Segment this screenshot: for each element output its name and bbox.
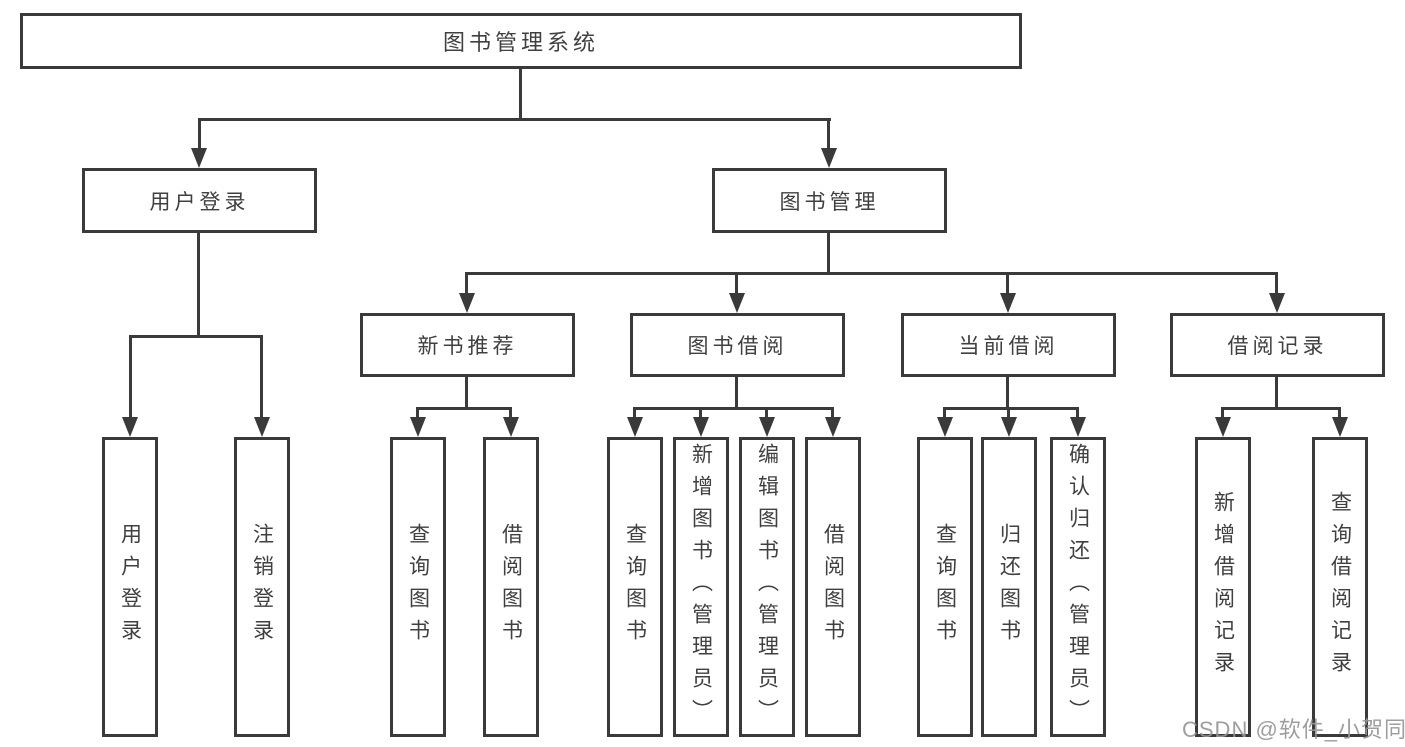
node-new-book-recommend-label: 新书推荐 (417, 335, 518, 358)
connector-root-stem (519, 69, 522, 118)
connector-current-branch-line (943, 407, 1079, 410)
node-book-manage-label: 图书管理 (779, 190, 880, 214)
leaf-borrow-edit-books-admin-label: 编辑图书（管理员） (755, 443, 779, 731)
connector-drop-records-query (1338, 407, 1341, 419)
leaf-current-return-books: 归还图书 (981, 437, 1037, 737)
connector-drop-current-return (1007, 407, 1010, 419)
connector-records-stem (1275, 377, 1278, 407)
node-root-system: 图书管理系统 (20, 13, 1022, 69)
leaf-current-confirm-return-admin-label: 确认归还（管理员） (1066, 443, 1090, 731)
connector-user-login-stem (197, 233, 200, 335)
leaf-user-login: 用户登录 (102, 437, 158, 737)
arrowhead-borrow-query (627, 417, 643, 437)
connector-recommend-branch-line (416, 407, 512, 410)
node-book-borrow-label: 图书借阅 (687, 335, 788, 358)
connector-user-login-branch-line (129, 335, 263, 338)
arrowhead-borrow-edit (759, 417, 775, 437)
node-root-system-label: 图书管理系统 (442, 30, 599, 55)
leaf-borrow-query-books-label: 查询图书 (623, 523, 647, 651)
connector-drop-new-book-recommend (465, 272, 468, 295)
connector-drop-current-confirm (1076, 407, 1079, 419)
leaf-borrow-edit-books-admin: 编辑图书（管理员） (739, 437, 795, 737)
connector-drop-borrow-add (699, 407, 702, 419)
leaf-records-query-record: 查询借阅记录 (1312, 437, 1368, 737)
connector-drop-borrow-borrow (831, 407, 834, 419)
arrowhead-book-borrow (729, 293, 745, 313)
leaf-current-query-books: 查询图书 (917, 437, 973, 737)
arrowhead-records-query (1332, 417, 1348, 437)
leaf-current-confirm-return-admin: 确认归还（管理员） (1050, 437, 1106, 737)
connector-drop-borrow-records (1275, 272, 1278, 295)
connector-drop-recommend-borrow (509, 407, 512, 419)
node-current-borrow-label: 当前借阅 (958, 335, 1059, 358)
arrowhead-leaf-logout (254, 417, 270, 437)
node-current-borrow: 当前借阅 (901, 313, 1116, 377)
connector-borrow-stem (735, 377, 738, 407)
connector-book-manage-branch-line (465, 272, 1278, 275)
leaf-records-add-record: 新增借阅记录 (1195, 437, 1251, 737)
connector-root-branch-line (198, 118, 831, 121)
arrowhead-book-manage (821, 148, 837, 168)
connector-drop-borrow-edit (765, 407, 768, 419)
connector-drop-leaf-user-login (129, 335, 132, 419)
arrowhead-borrow-records (1269, 293, 1285, 313)
leaf-current-return-books-label: 归还图书 (997, 523, 1021, 651)
leaf-logout: 注销登录 (234, 437, 290, 737)
leaf-records-add-record-label: 新增借阅记录 (1211, 491, 1235, 683)
connector-drop-current-query (943, 407, 946, 419)
connector-drop-book-manage (827, 118, 830, 150)
leaf-logout-label: 注销登录 (250, 523, 274, 651)
leaf-user-login-label: 用户登录 (118, 523, 142, 651)
connector-drop-recommend-query (416, 407, 419, 419)
leaf-borrow-query-books: 查询图书 (607, 437, 663, 737)
node-book-manage: 图书管理 (712, 168, 947, 233)
leaf-current-query-books-label: 查询图书 (933, 523, 957, 651)
leaf-borrow-borrow-books-label: 借阅图书 (821, 523, 845, 651)
node-borrow-records: 借阅记录 (1170, 313, 1385, 377)
arrowhead-current-return (1001, 417, 1017, 437)
node-book-borrow: 图书借阅 (630, 313, 845, 377)
connector-drop-borrow-query (633, 407, 636, 419)
node-user-login-label: 用户登录 (149, 190, 250, 214)
leaf-recommend-query-books: 查询图书 (390, 437, 446, 737)
leaf-borrow-add-books-admin: 新增图书（管理员） (673, 437, 729, 737)
arrowhead-recommend-query (410, 417, 426, 437)
leaf-recommend-borrow-books: 借阅图书 (483, 437, 539, 737)
arrowhead-current-query (937, 417, 953, 437)
connector-records-branch-line (1221, 407, 1341, 410)
connector-drop-book-borrow (735, 272, 738, 295)
arrowhead-user-login (191, 148, 207, 168)
arrowhead-new-book-recommend (459, 293, 475, 313)
connector-drop-records-add (1221, 407, 1224, 419)
arrowhead-recommend-borrow (503, 417, 519, 437)
connector-recommend-stem (465, 377, 468, 407)
leaf-recommend-borrow-books-label: 借阅图书 (499, 523, 523, 651)
leaf-recommend-query-books-label: 查询图书 (406, 523, 430, 651)
connector-borrow-branch-line (633, 407, 834, 410)
arrowhead-current-confirm (1070, 417, 1086, 437)
node-user-login: 用户登录 (82, 168, 317, 233)
connector-current-stem (1006, 377, 1009, 407)
csdn-watermark: CSDN @软件_小贺同学 (1182, 717, 1405, 742)
arrowhead-current-borrow (1000, 293, 1016, 313)
arrowhead-leaf-user-login (122, 417, 138, 437)
connector-drop-user-login (198, 118, 201, 150)
leaf-borrow-add-books-admin-label: 新增图书（管理员） (689, 443, 713, 731)
leaf-records-query-record-label: 查询借阅记录 (1328, 491, 1352, 683)
node-borrow-records-label: 借阅记录 (1227, 335, 1328, 358)
arrowhead-borrow-add (693, 417, 709, 437)
connector-drop-current-borrow (1006, 272, 1009, 295)
connector-book-manage-stem (827, 233, 830, 272)
connector-drop-leaf-logout (260, 335, 263, 419)
arrowhead-borrow-borrow (825, 417, 841, 437)
node-new-book-recommend: 新书推荐 (360, 313, 575, 377)
arrowhead-records-add (1215, 417, 1231, 437)
leaf-borrow-borrow-books: 借阅图书 (805, 437, 861, 737)
